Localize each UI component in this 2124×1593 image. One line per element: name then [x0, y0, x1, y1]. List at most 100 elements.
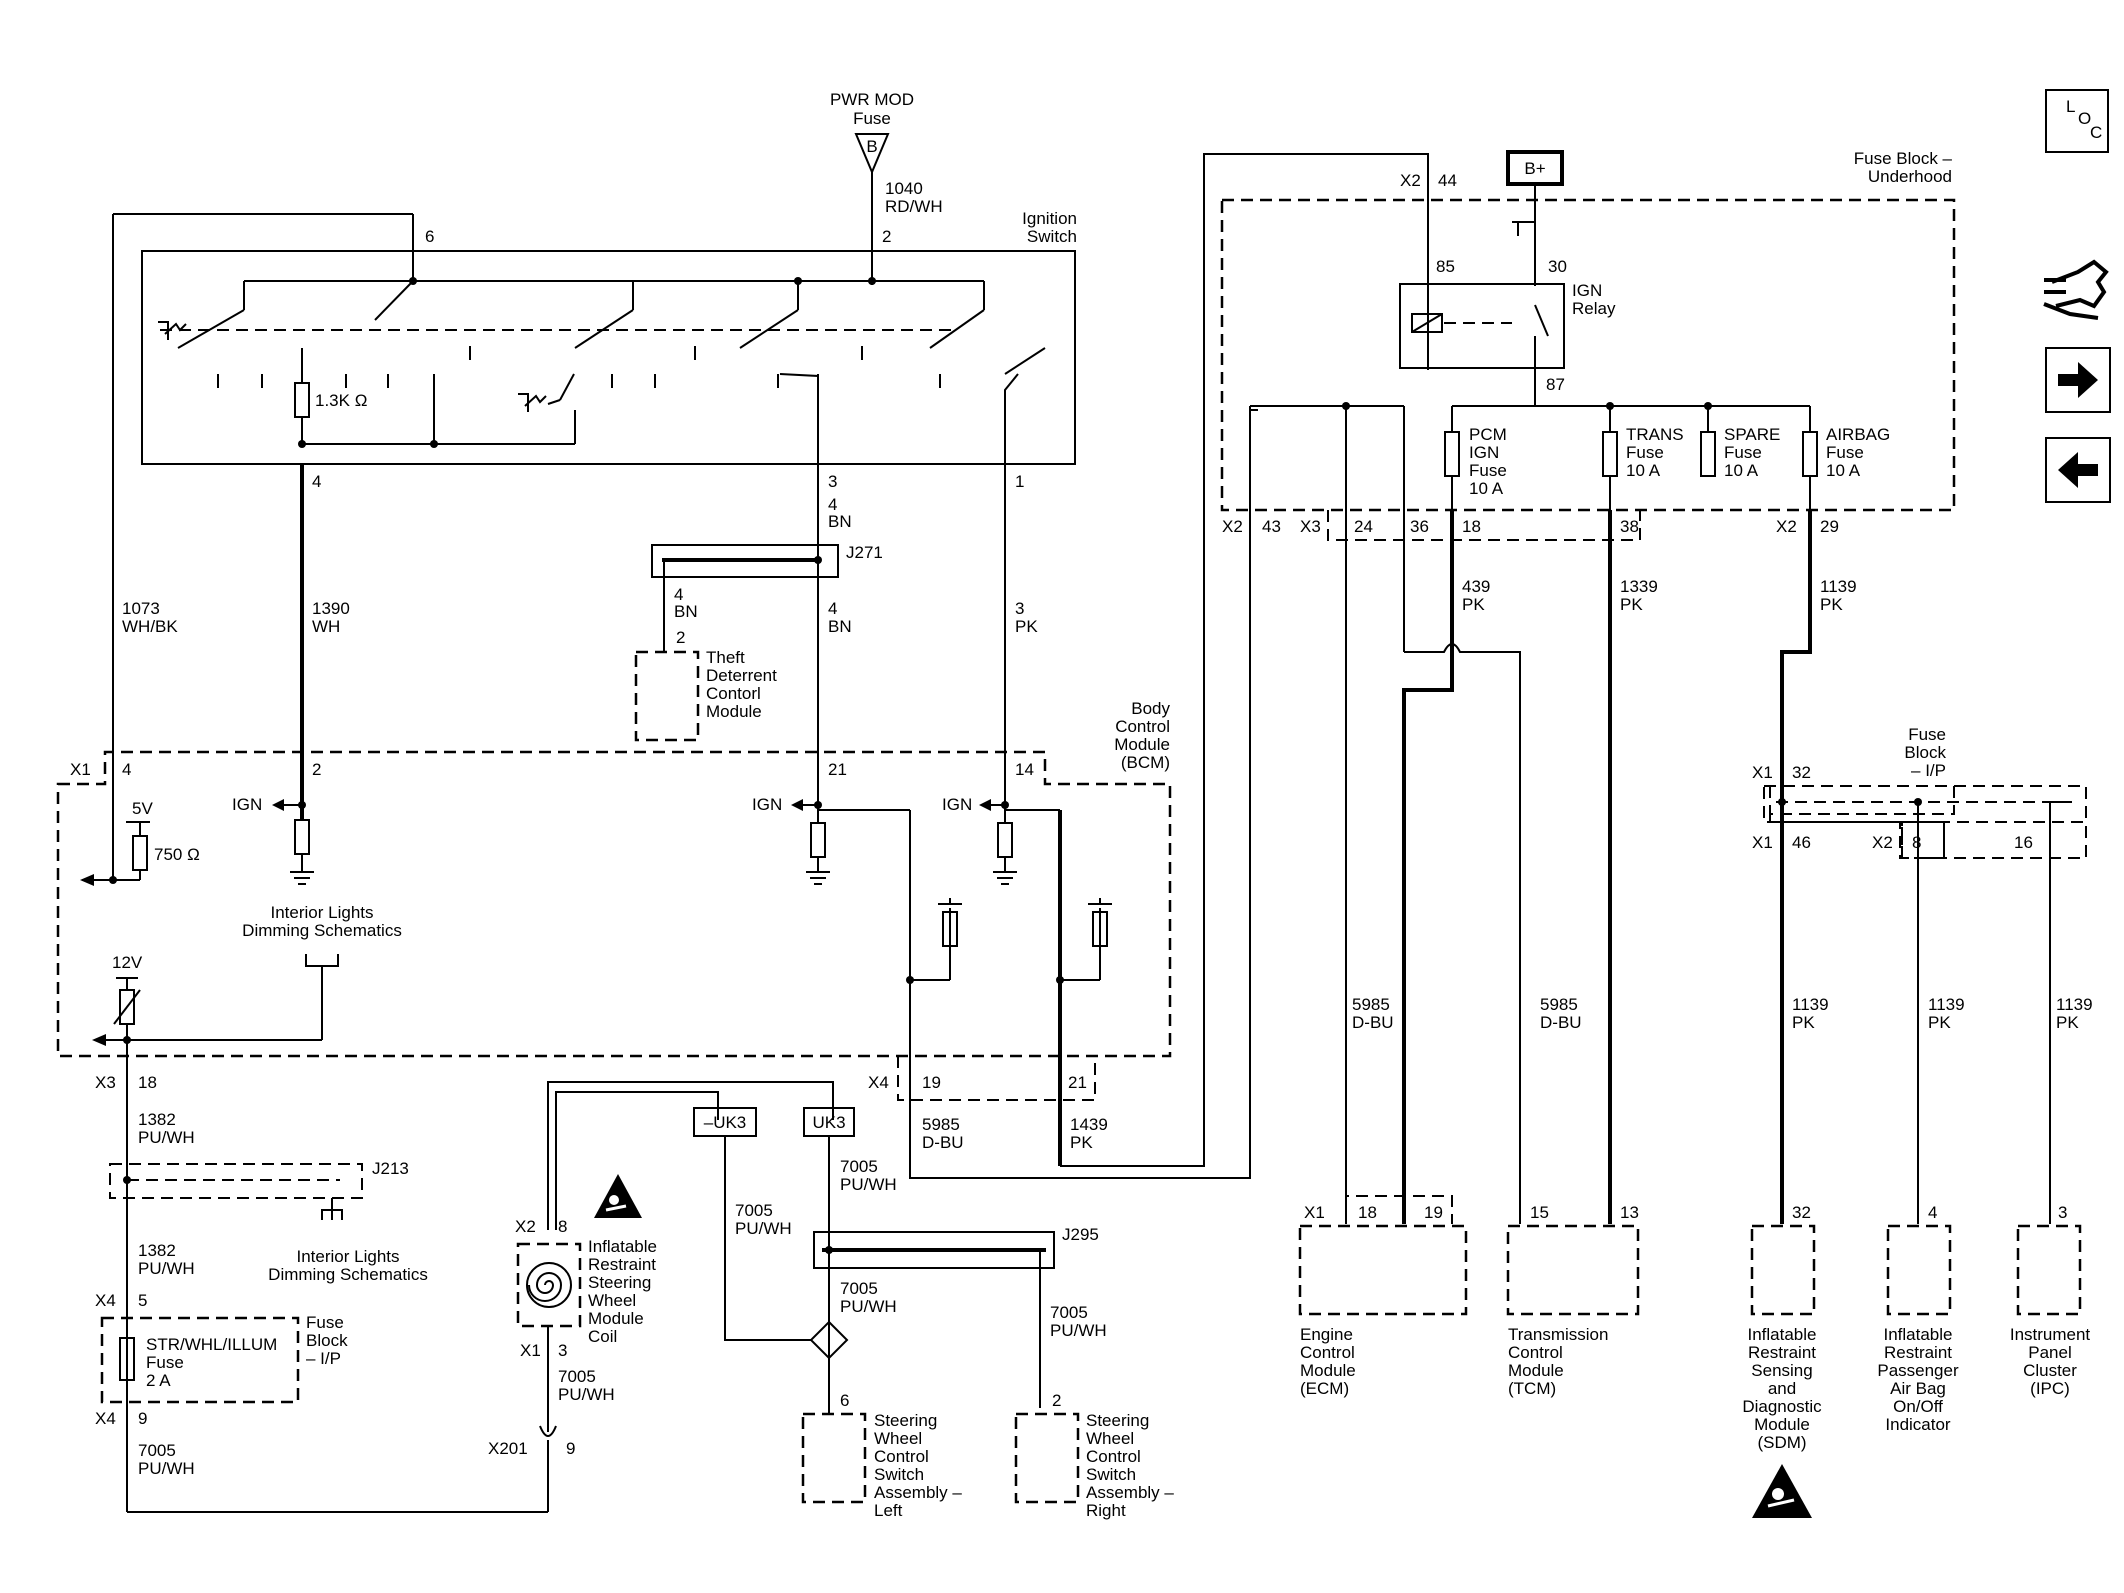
fuse-block-ip-right: Fuse Block – I/P X1 32 X1 46 X2 8 16 — [1752, 725, 2087, 1224]
bcm-title-line1: Body — [1131, 699, 1170, 718]
sdm-line3: Sensing — [1751, 1361, 1812, 1380]
fuse-ip-title-3: – I/P — [306, 1349, 341, 1368]
coil-x1-label: X1 — [520, 1341, 541, 1360]
underhood-x2-label: X2 — [1400, 171, 1421, 190]
bcm-title-line3: Module — [1114, 735, 1170, 754]
pab-line5: On/Off — [1893, 1397, 1943, 1416]
coil-line3: Steering — [588, 1273, 651, 1292]
fuse-block-ip-title-3: – I/P — [1911, 761, 1946, 780]
relay-title-2: Relay — [1572, 299, 1616, 318]
wire-7005-c-color: PU/WH — [840, 1175, 897, 1194]
wire-5985-tcm-number: 5985 — [1540, 995, 1578, 1014]
swc-left-line1: Steering — [874, 1411, 937, 1430]
relay-pin-87: 87 — [1546, 375, 1565, 394]
coil-pin-8: 8 — [558, 1217, 567, 1236]
fuse-block-ip-pin-32: 32 — [1792, 763, 1811, 782]
fuse-trans-line2: Fuse — [1626, 443, 1664, 462]
tcm-pin-13: 13 — [1620, 1203, 1639, 1222]
previous-arrow-icon — [2058, 452, 2098, 488]
bcm-12v-label: 12V — [112, 953, 143, 972]
fuse-ip-x4-top: X4 — [95, 1291, 116, 1310]
bcm-pin-18: 18 — [138, 1073, 157, 1092]
pab-line1: Inflatable — [1884, 1325, 1953, 1344]
wire-1390-number: 1390 — [312, 599, 350, 618]
next-arrow-icon — [2058, 362, 2098, 398]
wire-1439-number: 1439 — [1070, 1115, 1108, 1134]
wire-1139-top-color: PK — [1820, 595, 1843, 614]
passenger-airbag-indicator: 4 Inflatable Restraint Passenger Air Bag… — [1877, 1203, 1959, 1434]
wire-4bn-color: BN — [828, 512, 852, 531]
loc-letter-o: O — [2078, 109, 2091, 128]
fuse-pcm-line1: PCM — [1469, 425, 1507, 444]
wire-7005-c-number: 7005 — [840, 1157, 878, 1176]
fuse-spare — [1700, 431, 1716, 477]
swc-right-line4: Switch — [1086, 1465, 1136, 1484]
wire-1390-color: WH — [312, 617, 340, 636]
wire-1382-b-color: PU/WH — [138, 1259, 195, 1278]
splice-j295 — [813, 1231, 1055, 1269]
tcm-line1: Transmission — [1508, 1325, 1608, 1344]
wire-4bn-left-number: 4 — [674, 585, 683, 604]
swc-left-line2: Wheel — [874, 1429, 922, 1448]
power-source-subtitle: Fuse — [853, 109, 891, 128]
next-arrow-button[interactable] — [2045, 347, 2111, 413]
wire-1040-number: 1040 — [885, 179, 923, 198]
wire-5985-bcm-color: D-BU — [922, 1133, 964, 1152]
connector-view-icon[interactable] — [2043, 259, 2109, 320]
swc-left-pin: 6 — [840, 1391, 849, 1410]
ipc-line4: (IPC) — [2030, 1379, 2070, 1398]
relay-pin-85: 85 — [1436, 257, 1455, 276]
ecm-line1: Engine — [1300, 1325, 1353, 1344]
coil-x2-label: X2 — [515, 1217, 536, 1236]
swc-left-line3: Control — [874, 1447, 929, 1466]
ipc-line1: Instrument — [2010, 1325, 2091, 1344]
bcm-outline — [56, 750, 1172, 1058]
ipc-line3: Cluster — [2023, 1361, 2077, 1380]
fuse-str-whl-illum-l2: Fuse — [146, 1353, 184, 1372]
wire-1339-number: 1339 — [1620, 577, 1658, 596]
ipc-outline — [2016, 1224, 2082, 1316]
wire-7005-a-number: 7005 — [138, 1441, 176, 1460]
underhood-x2b: X2 — [1776, 517, 1797, 536]
location-view-button[interactable]: L O C — [2045, 89, 2109, 153]
ecm-pin-18: 18 — [1358, 1203, 1377, 1222]
bcm-pin-14: 14 — [1015, 760, 1034, 779]
swc-right-line3: Control — [1086, 1447, 1141, 1466]
connector-x201 — [539, 1425, 557, 1437]
coil-line1: Inflatable — [588, 1237, 657, 1256]
bcm-dimming-line2: Dimming Schematics — [242, 921, 402, 940]
swc-right-outline — [1014, 1412, 1080, 1504]
clockspring-icon — [528, 1272, 563, 1302]
option-minus-uk3-label: –UK3 — [704, 1113, 747, 1132]
airbag-warning-icon — [594, 1174, 642, 1218]
bcm-title-line2: Control — [1115, 717, 1170, 736]
splice-j295-label: J295 — [1062, 1225, 1099, 1244]
fuse-block-underhood-title: Fuse Block – — [1854, 149, 1953, 168]
bcm-pin-4: 4 — [122, 760, 131, 779]
swc-right: 2 Steering Wheel Control Switch Assembly… — [1014, 1391, 1174, 1520]
previous-arrow-button[interactable] — [2045, 437, 2111, 503]
ecm-x1-label: X1 — [1304, 1203, 1325, 1222]
fuse-ip-title-2: Block — [306, 1331, 348, 1350]
ignition-switch-pin-1: 1 — [1015, 472, 1024, 491]
ignition-switch-pin-6: 6 — [425, 227, 434, 246]
pab-pin: 4 — [1928, 1203, 1937, 1222]
fuse-spare-line2: Fuse — [1724, 443, 1762, 462]
splice-j213-label: J213 — [372, 1159, 409, 1178]
wire-1139-a-color: PK — [1792, 1013, 1815, 1032]
fuse-block-ip-pin-46: 46 — [1792, 833, 1811, 852]
splice-j271 — [651, 544, 839, 578]
bcm-dimming-line1: Interior Lights — [271, 903, 374, 922]
bcm-title-line4: (BCM) — [1121, 753, 1170, 772]
wire-1040-color: RD/WH — [885, 197, 943, 216]
wire-5985-ecm-number: 5985 — [1352, 995, 1390, 1014]
wire-439-color: PK — [1462, 595, 1485, 614]
wire-7005-b-number: 7005 — [558, 1367, 596, 1386]
ignition-switch-pin-3: 3 — [828, 472, 837, 491]
underhood-pin-44: 44 — [1438, 171, 1457, 190]
ignition-switch-pin-2: 2 — [882, 227, 891, 246]
wire-7005-d-number: 7005 — [735, 1201, 773, 1220]
ecm-pin-19: 19 — [1424, 1203, 1443, 1222]
fuse-block-underhood-subtitle: Underhood — [1868, 167, 1952, 186]
bcm-pin-21: 21 — [828, 760, 847, 779]
